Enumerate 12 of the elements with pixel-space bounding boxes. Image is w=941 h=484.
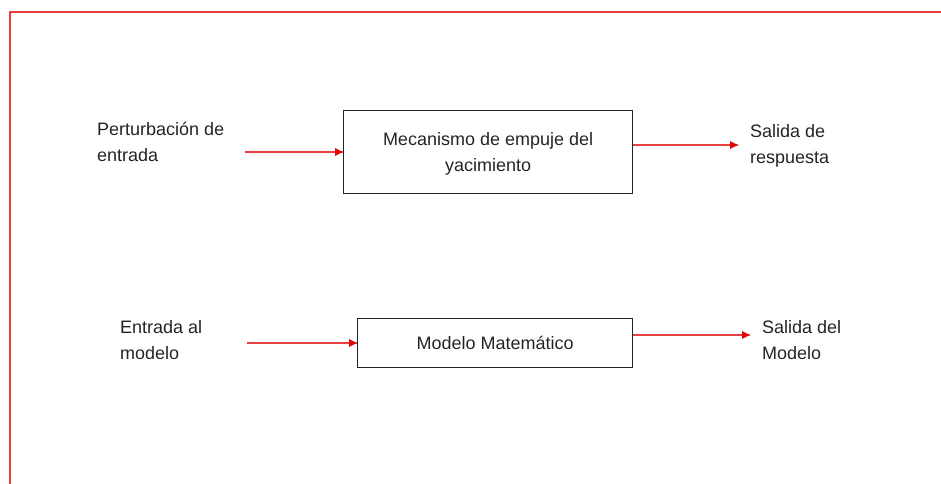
io-label: Salida de respuesta [750,120,830,169]
arrow [633,141,738,149]
io-label: Salida del Modelo [762,316,842,365]
arrow [633,331,750,339]
process-box [343,110,633,194]
arrow [245,148,343,156]
process-box [357,318,633,368]
arrow [247,339,357,347]
io-label: Entrada al modelo [120,316,204,365]
io-label: Perturbación de entrada [97,118,226,167]
box-label: Modelo Matemático [416,332,574,355]
box-label: Mecanismo de empuje del yacimiento [382,128,594,177]
